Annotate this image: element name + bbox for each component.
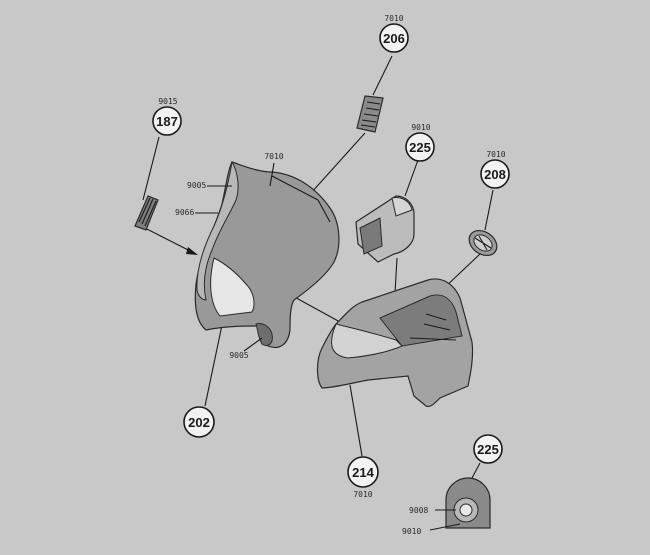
label-cap-9010: 9010 (402, 527, 421, 536)
callout-187-code: 9015 (158, 97, 177, 106)
callout-225-lower: 225 (473, 434, 503, 464)
callout-214-number: 214 (352, 465, 374, 480)
leader-fairing-9005-bottom (243, 337, 263, 352)
part-206-vent (356, 95, 384, 133)
leader-206 (372, 55, 393, 96)
leader-fairing-7010 (269, 162, 275, 187)
callout-225-upper-code: 9010 (411, 123, 430, 132)
label-fairing-9066: 9066 (175, 208, 194, 217)
callout-225-lower-number: 225 (477, 442, 499, 457)
part-225-grommet (429, 462, 491, 531)
label-fairing-9005-bottom: 9005 (229, 351, 248, 360)
arrowhead-187 (186, 247, 198, 255)
leader-225a (404, 159, 419, 197)
callout-206-number: 206 (383, 31, 405, 46)
label-cap-9008: 9008 (409, 506, 428, 515)
part-214-cowl (316, 278, 474, 408)
leader-208 (484, 189, 494, 231)
callout-206: 7010 206 (379, 14, 409, 53)
callout-225-upper: 9010 225 (405, 123, 435, 162)
leader-187 (142, 136, 160, 201)
callout-187-number: 187 (156, 114, 178, 129)
callout-202-number: 202 (188, 415, 210, 430)
leader-187-arrow (140, 225, 197, 255)
label-fairing-9005-top: 9005 (187, 181, 206, 190)
leader-214 (349, 384, 363, 457)
callout-202: 202 (183, 406, 215, 438)
part-202-fairing (194, 160, 340, 349)
callout-208: 7010 208 (480, 150, 510, 189)
callout-206-code: 7010 (384, 14, 403, 23)
part-208-cap (468, 229, 498, 257)
callout-208-code: 7010 (486, 150, 505, 159)
callout-187: 9015 187 (152, 97, 182, 136)
label-fairing-7010: 7010 (264, 152, 283, 161)
part-187-grille (134, 195, 159, 231)
part-225-duct (355, 195, 415, 263)
callout-225-upper-number: 225 (409, 140, 431, 155)
callout-214-code: 7010 (353, 490, 372, 499)
callout-214: 214 7010 (347, 456, 379, 499)
callout-208-number: 208 (484, 167, 506, 182)
leader-202 (204, 324, 223, 407)
